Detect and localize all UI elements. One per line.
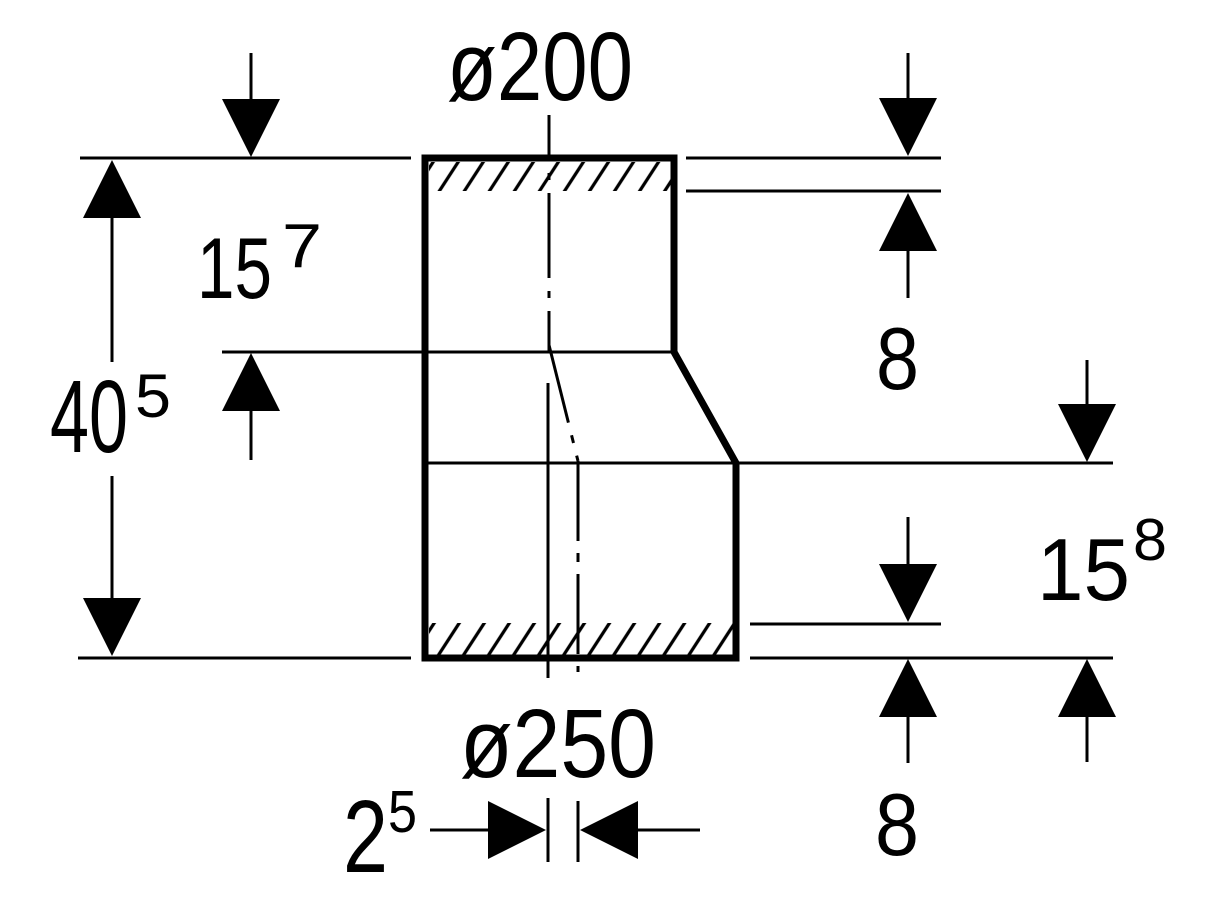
label-bottom-diameter: ø250 [460, 689, 656, 798]
arrow-up-icon [83, 160, 141, 218]
label-height-lower: 15 [1037, 520, 1130, 619]
arrow-left-icon [580, 801, 638, 859]
label-height-upper: 15 [197, 221, 272, 317]
centerlines [546, 115, 580, 678]
label-center-offset-sup: 5 [388, 779, 417, 845]
arrow-down-icon [1058, 404, 1116, 462]
reducer-body [421, 154, 740, 662]
reducer-outline [421, 154, 740, 662]
arrow-down-icon [879, 564, 937, 622]
label-height-total: 40 [50, 359, 128, 474]
label-height-total-sup: 5 [135, 362, 171, 430]
arrow-down-icon [83, 598, 141, 656]
dim-height-total: 40 5 [50, 160, 171, 656]
label-socket-bottom: 8 [875, 775, 919, 874]
dim-center-offset: 2 5 [343, 779, 700, 894]
arrow-up-icon [1058, 659, 1116, 717]
dim-socket-bottom: 8 [875, 517, 937, 874]
extension-lines [78, 156, 1113, 660]
label-height-lower-sup: 8 [1133, 507, 1167, 573]
label-top-diameter: ø200 [447, 12, 633, 121]
arrow-up-icon [879, 193, 937, 251]
arrow-down-icon [222, 99, 280, 157]
arrow-up-icon [879, 659, 937, 717]
dim-socket-top: 8 [876, 53, 937, 408]
label-center-offset: 2 [343, 779, 388, 894]
arrow-right-icon [488, 801, 546, 859]
socket-hatch-bottom [429, 623, 733, 655]
dim-height-lower: 15 8 [1037, 360, 1167, 762]
arrow-up-icon [222, 353, 280, 411]
arrow-down-icon [879, 98, 937, 156]
label-socket-top: 8 [876, 309, 919, 408]
centerline-transition [547, 344, 580, 462]
label-height-upper-sup: 7 [282, 212, 322, 281]
dim-height-upper: 15 7 [197, 53, 322, 460]
